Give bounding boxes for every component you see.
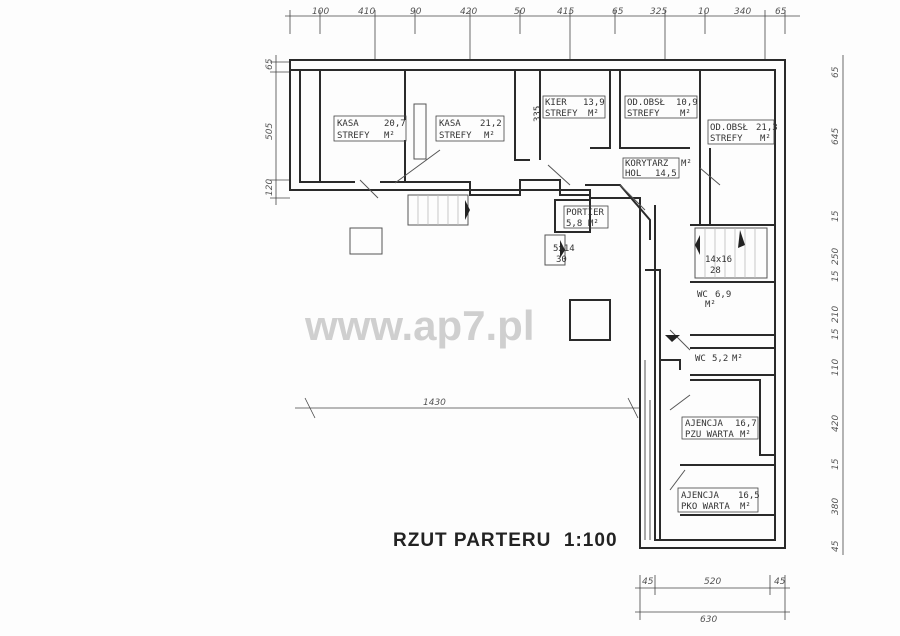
- dim-right-1: 645: [831, 128, 841, 145]
- stair-label-1: 5x14 30: [553, 244, 575, 265]
- drawing-title: RZUT PARTERU 1:100: [393, 530, 618, 551]
- dim-left-1: 505: [265, 123, 275, 140]
- room-unit: M²: [588, 109, 599, 119]
- dim-right-9: 15: [831, 458, 841, 470]
- dim-top-8: 10: [698, 7, 710, 17]
- room-wc-1: WC 6,9 M²: [697, 290, 731, 310]
- room-name: KASA: [439, 119, 461, 129]
- room-kasa-1: KASA 20,7 STREFY M²: [333, 115, 407, 142]
- dim-bottom-2: 45: [774, 577, 786, 587]
- room-area: 5,8: [566, 219, 582, 229]
- room-unit: M²: [740, 502, 751, 512]
- dim-bottom-total: 630: [700, 615, 717, 625]
- right-dimension-line: 65 645 15 250 15 210 15 110 420 15 380 4…: [831, 55, 844, 555]
- room-unit: M²: [681, 159, 692, 169]
- room-wc-2: WC 5,2 M²: [695, 354, 743, 364]
- room-name: OD.OBSŁ: [710, 123, 748, 133]
- room-name: WC: [695, 354, 706, 364]
- stair-count: 28: [710, 266, 721, 276]
- middle-dimension-line: 1430: [295, 397, 640, 419]
- room-sub: PKO WARTA: [681, 502, 730, 512]
- dim-top-6: 65: [612, 7, 624, 17]
- stair-label-2: 14x16 28: [705, 255, 732, 276]
- room-unit: M²: [484, 131, 495, 141]
- room-od-obsl-1: OD.OBSŁ 10,9 STREFY M²: [624, 95, 698, 119]
- dim-left-2: 120: [265, 179, 275, 196]
- dim-top-3: 420: [460, 7, 477, 17]
- room-name: AJENCJA: [681, 491, 720, 501]
- room-unit: M²: [680, 109, 691, 119]
- room-kasa-2: KASA 21,2 STREFY M²: [435, 115, 505, 142]
- room-sub: STREFY: [545, 109, 578, 119]
- stairs: [349, 194, 768, 342]
- dim-right-3: 250: [831, 248, 841, 265]
- height-note: 335: [533, 106, 543, 122]
- room-unit: M²: [588, 219, 599, 229]
- room-area: 16,5: [738, 491, 760, 501]
- dim-middle: 1430: [423, 398, 446, 408]
- room-name: KASA: [337, 119, 359, 129]
- dim-right-7: 110: [831, 359, 841, 376]
- top-dimension-line: 100 410 90 420 50 415 65 325 10 340 65: [285, 7, 800, 60]
- room-area: 21,3: [756, 123, 778, 133]
- room-area: 13,9: [583, 98, 605, 108]
- dim-right-0: 65: [831, 66, 841, 78]
- room-area: 21,2: [480, 119, 502, 129]
- room-name: PORTIER: [566, 208, 605, 218]
- room-unit: M²: [760, 134, 771, 144]
- dim-right-6: 15: [831, 328, 841, 340]
- dim-top-2: 90: [410, 7, 422, 17]
- room-area: 16,7: [735, 419, 757, 429]
- room-ajencja-pko: AJENCJA 16,5 PKO WARTA M²: [677, 487, 760, 513]
- room-sub: PZU WARTA: [685, 430, 734, 440]
- dim-top-7: 325: [650, 7, 667, 17]
- dim-top-5: 415: [557, 7, 574, 17]
- room-area: 6,9: [715, 290, 731, 300]
- dim-top-4: 50: [514, 7, 526, 17]
- dim-top-0: 100: [312, 7, 329, 17]
- room-portier: PORTIER 5,8 M²: [563, 205, 609, 229]
- dim-right-4: 15: [831, 270, 841, 282]
- dim-right-8: 420: [831, 415, 841, 432]
- walls: [289, 59, 786, 549]
- stair-size: 5x14: [553, 244, 575, 254]
- room-unit: M²: [740, 430, 751, 440]
- room-unit: M²: [732, 354, 743, 364]
- room-name: KORYTARZ: [625, 159, 669, 169]
- dim-bottom-1: 520: [704, 577, 721, 587]
- room-area: 20,7: [384, 119, 406, 129]
- dim-right-5: 210: [831, 306, 841, 323]
- room-sub: STREFY: [710, 134, 743, 144]
- room-korytarz: KORYTARZ HOL 14,5 M²: [622, 157, 692, 179]
- dim-top-9: 340: [734, 7, 751, 17]
- room-name: WC: [697, 290, 708, 300]
- watermark: www.ap7.pl: [304, 302, 534, 349]
- room-sub: HOL: [625, 169, 641, 179]
- room-sub: STREFY: [627, 109, 660, 119]
- room-area: 14,5: [655, 169, 677, 179]
- room-name: AJENCJA: [685, 419, 724, 429]
- dim-bottom-0: 45: [642, 577, 654, 587]
- stair-size: 14x16: [705, 255, 732, 265]
- room-unit: M²: [384, 131, 395, 141]
- dim-top-10: 65: [775, 7, 787, 17]
- dim-right-11: 45: [831, 540, 841, 552]
- room-kier: KIER 13,9 STREFY M²: [542, 95, 606, 119]
- room-ajencja-pzu: AJENCJA 16,7 PZU WARTA M²: [681, 416, 759, 440]
- room-name: KIER: [545, 98, 567, 108]
- room-area: 5,2: [712, 354, 728, 364]
- room-area: 10,9: [676, 98, 698, 108]
- room-od-obsl-2: OD.OBSŁ 21,3 STREFY M²: [707, 119, 778, 145]
- dim-right-10: 380: [831, 498, 841, 515]
- left-dimension-line: 65 505 120: [265, 55, 290, 205]
- room-unit: M²: [705, 300, 716, 310]
- room-sub: STREFY: [337, 131, 370, 141]
- bottom-dimension-line: 45 520 45 630: [635, 575, 790, 625]
- room-name: OD.OBSŁ: [627, 98, 665, 108]
- dim-left-0: 65: [265, 58, 275, 70]
- stair-count: 30: [556, 255, 567, 265]
- dim-top-1: 410: [358, 7, 375, 17]
- room-sub: STREFY: [439, 131, 472, 141]
- dim-right-2: 15: [831, 210, 841, 222]
